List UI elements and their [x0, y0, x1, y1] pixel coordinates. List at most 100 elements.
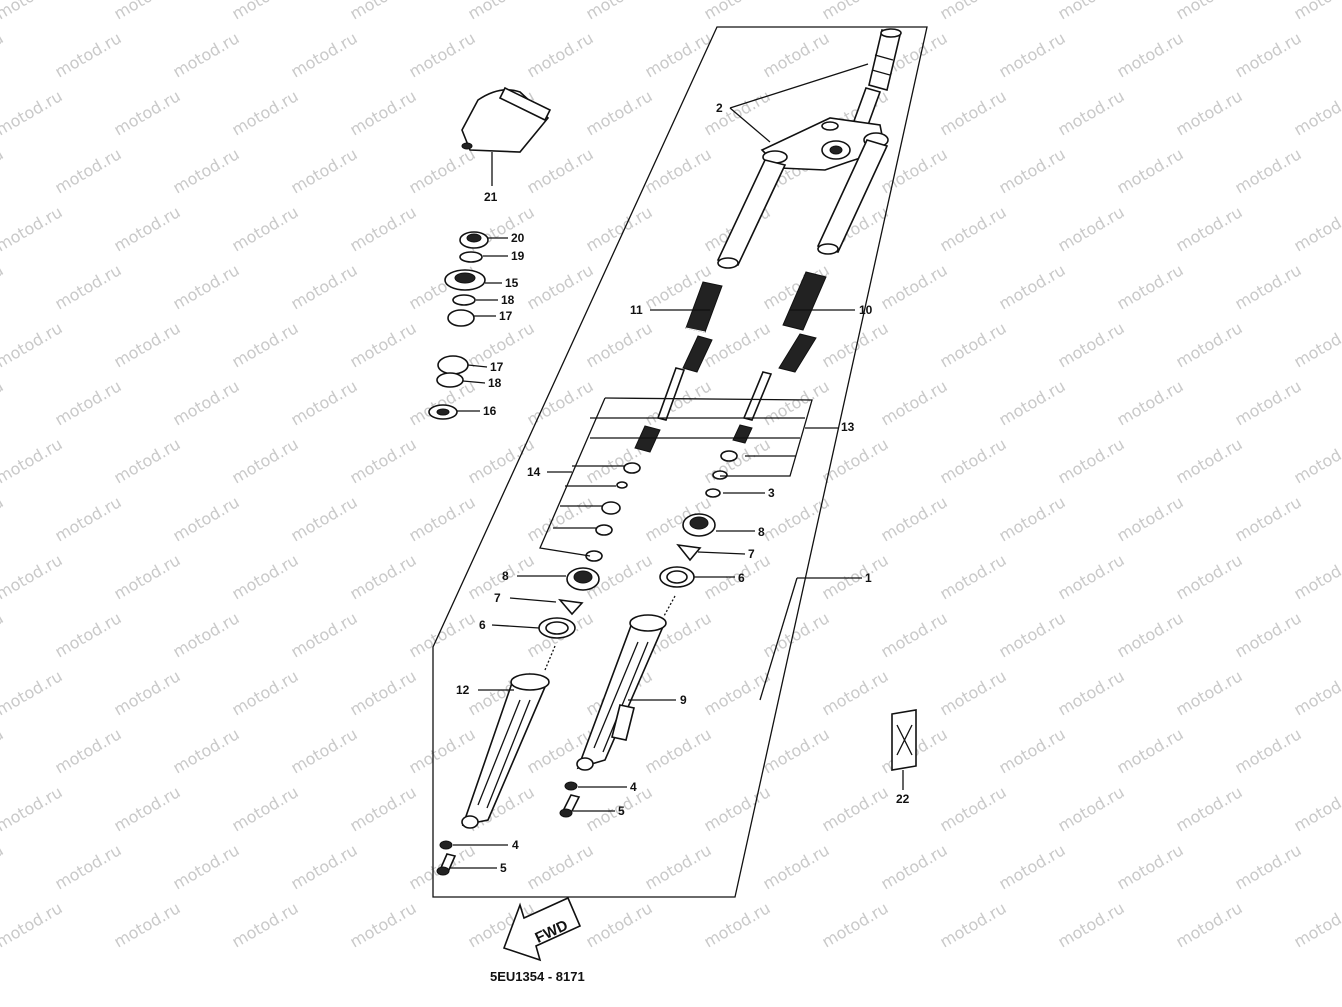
callout-22: 22	[896, 792, 910, 806]
watermark-text: motod.ru	[406, 492, 479, 545]
oil-seal-left	[538, 567, 600, 639]
watermark-text: motod.ru	[996, 724, 1069, 777]
watermark-text: motod.ru	[937, 782, 1010, 835]
watermark-text: motod.ru	[819, 318, 892, 371]
watermark-text: motod.ru	[1291, 202, 1342, 255]
watermark-text: motod.ru	[996, 376, 1069, 429]
watermark-text: motod.ru	[465, 0, 538, 23]
watermark-text: motod.ru	[288, 144, 361, 197]
watermark-text: motod.ru	[1291, 86, 1342, 139]
watermark-text: motod.ru	[347, 666, 420, 719]
bolt-left	[436, 840, 457, 876]
watermark-text: motod.ru	[288, 724, 361, 777]
watermark-text: motod.ru	[1114, 724, 1187, 777]
drawing-code: 5EU1354 - 8171	[490, 969, 585, 984]
watermark-text: motod.ru	[0, 86, 66, 139]
callout-10: 10	[859, 303, 873, 317]
outer-tube-right	[576, 614, 667, 771]
watermark-text: motod.ru	[170, 608, 243, 661]
callout-5: 5	[500, 861, 507, 875]
watermark-text: motod.ru	[170, 144, 243, 197]
watermark-text: motod.ru	[111, 666, 184, 719]
watermark-text: motod.ru	[0, 376, 7, 429]
watermark-text: motod.ru	[111, 898, 184, 951]
watermark-text: motod.ru	[1232, 144, 1305, 197]
oil-seal-right	[659, 513, 716, 588]
watermark-text: motod.ru	[1291, 666, 1342, 719]
watermark-text: motod.ru	[701, 434, 774, 487]
watermark-text: motod.ru	[1291, 782, 1342, 835]
watermark-text: motod.ru	[347, 202, 420, 255]
watermark-text: motod.ru	[701, 86, 774, 139]
watermark-text: motod.ru	[0, 260, 7, 313]
watermark-text: motod.ru	[170, 724, 243, 777]
watermark-text: motod.ru	[1291, 0, 1342, 23]
watermark-text: motod.ru	[1173, 550, 1246, 603]
watermark-text: motod.ru	[760, 28, 833, 81]
watermark-text: motod.ru	[1232, 376, 1305, 429]
watermark-text: motod.ru	[701, 0, 774, 23]
watermark-text: motod.ru	[642, 144, 715, 197]
watermark-text: motod.ru	[996, 608, 1069, 661]
watermark-text: motod.ru	[996, 144, 1069, 197]
watermark-text: motod.ru	[1055, 318, 1128, 371]
watermark-text: motod.ru	[937, 0, 1010, 23]
watermark-text: motod.ru	[524, 28, 597, 81]
watermark-text: motod.ru	[760, 724, 833, 777]
watermark-text: motod.ru	[1114, 840, 1187, 893]
watermark-text: motod.ru	[642, 840, 715, 893]
watermark-text: motod.ru	[878, 608, 951, 661]
watermark-text: motod.ru	[878, 144, 951, 197]
watermark-text: motod.ru	[1173, 318, 1246, 371]
watermark-text: motod.ru	[111, 434, 184, 487]
watermark-text: motod.ru	[0, 608, 7, 661]
watermark-text: motod.ru	[1055, 666, 1128, 719]
watermark-text: motod.ru	[937, 666, 1010, 719]
callout-15: 15	[505, 276, 519, 290]
callout-18: 18	[501, 293, 515, 307]
callout-1: 1	[865, 571, 872, 585]
watermark-text: motod.ru	[111, 782, 184, 835]
watermark-text: motod.ru	[583, 898, 656, 951]
leader-lines	[450, 63, 904, 869]
fork-cover	[461, 86, 552, 153]
watermark-text: motod.ru	[52, 724, 125, 777]
watermark-text: motod.ru	[583, 86, 656, 139]
watermark-text: motod.ru	[0, 492, 7, 545]
damper-rod-right	[742, 371, 773, 421]
watermark-text: motod.ru	[760, 492, 833, 545]
watermark-text: motod.ru	[347, 434, 420, 487]
watermark-text: motod.ru	[170, 260, 243, 313]
watermark-text: motod.ru	[170, 492, 243, 545]
watermark-text: motod.ru	[1114, 260, 1187, 313]
watermark-text: motod.ru	[347, 318, 420, 371]
watermark-text: motod.ru	[0, 202, 66, 255]
watermark-text: motod.ru	[701, 318, 774, 371]
watermark-text: motod.ru	[170, 376, 243, 429]
watermark-text: motod.ru	[583, 318, 656, 371]
watermark-text: motod.ru	[524, 144, 597, 197]
watermark-text: motod.ru	[229, 202, 302, 255]
watermark-text: motod.ru	[937, 86, 1010, 139]
watermark-text: motod.ru	[0, 550, 66, 603]
watermark-text: motod.ru	[0, 28, 7, 81]
steering-stem-bracket	[760, 28, 902, 171]
watermark-text: motod.ru	[347, 0, 420, 23]
watermark-text: motod.ru	[229, 666, 302, 719]
watermark-text: motod.ru	[583, 0, 656, 23]
watermark-text: motod.ru	[288, 28, 361, 81]
watermark-text: motod.ru	[524, 260, 597, 313]
watermark-text: motod.ru	[1232, 608, 1305, 661]
watermark-text: motod.ru	[0, 666, 66, 719]
callout-11: 11	[630, 303, 643, 317]
watermark-text: motod.ru	[170, 840, 243, 893]
callout-9: 9	[680, 693, 687, 707]
watermark-text: motod.ru	[111, 0, 184, 23]
watermark-text: motod.ru	[229, 0, 302, 23]
callout-labels: 2 21 20 19 15 18 17 17 18 16 11 10 13 14…	[456, 101, 910, 875]
watermark-text: motod.ru	[0, 782, 66, 835]
callout-17: 17	[499, 309, 513, 323]
damper-parts-left	[585, 425, 661, 562]
